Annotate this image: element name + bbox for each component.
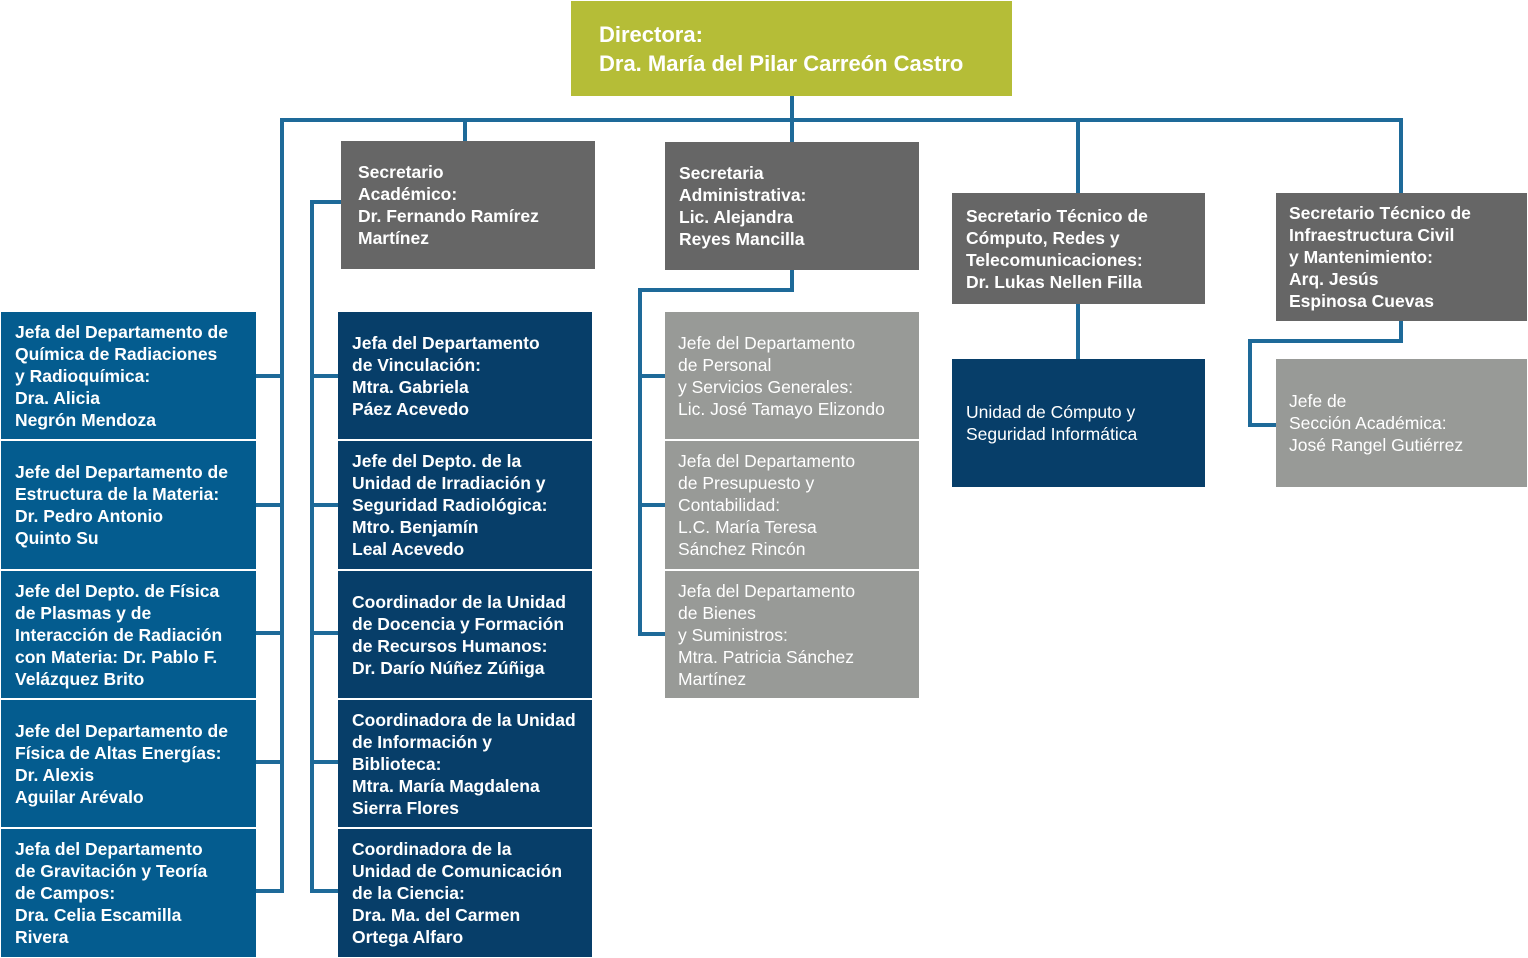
academic-unit-text: Coordinador de la Unidad de Docencia y F… [352,591,566,678]
academic-unit-box: Coordinadora de la Unidad de Información… [338,700,592,827]
secretary-computing-text: Secretario Técnico de Cómputo, Redes y T… [966,205,1148,292]
secretary-administrative-box: Secretaria Administrativa: Lic. Alejandr… [665,142,919,270]
infrastructure-unit-text: Jefe de Sección Académica: José Rangel G… [1289,391,1464,455]
director-text: Directora: Dra. María del Pilar Carreón … [599,21,964,76]
department-text: Jefa del Departamento de Gravitación y T… [15,839,208,947]
department-box: Jefe del Departamento de Física de Altas… [1,700,256,827]
director-box: Directora: Dra. María del Pilar Carreón … [571,1,1012,96]
secretary-administrative-text: Secretaria Administrativa: Lic. Alejandr… [679,163,807,249]
academic-unit-text: Coordinadora de la Unidad de Información… [352,709,576,818]
secretary-infrastructure-box: Secretario Técnico de Infraestructura Ci… [1276,193,1527,321]
admin-unit-box: Jefe del Departamento de Personal y Serv… [665,312,919,439]
secretary-computing-box: Secretario Técnico de Cómputo, Redes y T… [952,193,1205,304]
academic-unit-box: Coordinador de la Unidad de Docencia y F… [338,571,592,698]
admin-unit-text: Jefe del Departamento de Personal y Serv… [678,332,885,419]
secretary-academic-text: Secretario Académico: Dr. Fernando Ramír… [358,162,539,248]
admin-unit-text: Jefa del Departamento de Presupuesto y C… [678,451,856,559]
department-text: Jefa del Departamento de Química de Radi… [15,321,228,430]
admin-unit-box: Jefa del Departamento de Presupuesto y C… [665,441,919,569]
academic-unit-text: Jefa del Departamento de Vinculación: Mt… [352,332,540,419]
secretary-infrastructure-text: Secretario Técnico de Infraestructura Ci… [1289,203,1471,311]
connector-infra-unit [1248,319,1403,427]
infrastructure-unit-box: Jefe de Sección Académica: José Rangel G… [1276,359,1527,487]
academic-unit-box: Coordinadora de la Unidad de Comunicació… [338,829,592,957]
secretary-academic-box: Secretario Académico: Dr. Fernando Ramír… [341,141,595,269]
connector-admin-trunk [638,268,794,636]
academic-unit-box: Jefe del Depto. de la Unidad de Irradiac… [338,441,592,569]
department-text: Jefe del Departamento de Estructura de l… [15,462,228,548]
computing-unit-text: Unidad de Cómputo y Seguridad Informátic… [966,402,1138,444]
admin-unit-box: Jefa del Departamento de Bienes y Sumini… [665,571,919,698]
department-box: Jefa del Departamento de Química de Radi… [1,312,256,439]
department-text: Jefe del Departamento de Física de Altas… [15,720,228,807]
connector-academic-trunk [310,200,343,893]
academic-unit-text: Jefe del Depto. de la Unidad de Irradiac… [352,451,548,559]
department-box: Jefe del Departamento de Estructura de l… [1,441,256,569]
admin-unit-text: Jefa del Departamento de Bienes y Sumini… [678,580,856,689]
department-box: Jefa del Departamento de Gravitación y T… [1,829,256,957]
academic-unit-box: Jefa del Departamento de Vinculación: Mt… [338,312,592,439]
academic-unit-text: Coordinadora de la Unidad de Comunicació… [352,839,563,947]
department-box: Jefe del Depto. de Física de Plasmas y d… [1,571,256,698]
department-text: Jefe del Depto. de Física de Plasmas y d… [15,580,223,689]
computing-unit-box: Unidad de Cómputo y Seguridad Informátic… [952,359,1205,487]
